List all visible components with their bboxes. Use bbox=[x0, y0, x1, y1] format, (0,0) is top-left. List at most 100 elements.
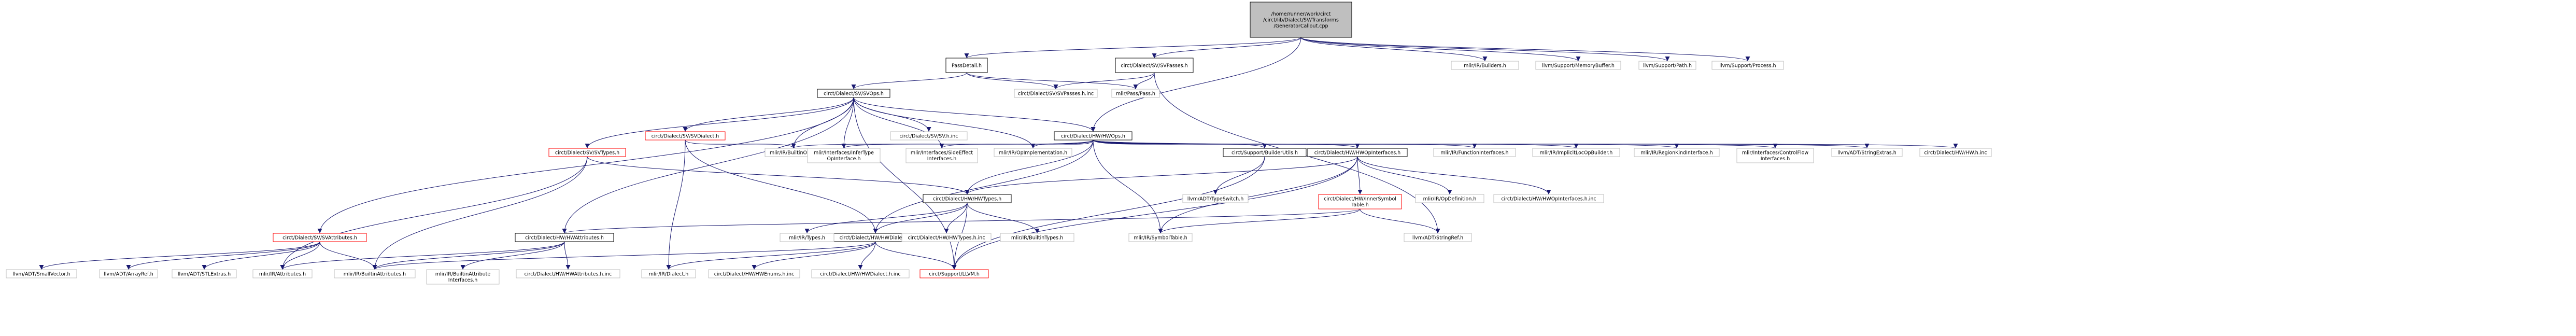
node-label: circt/Dialect/HW/HWEnums.h.inc bbox=[714, 271, 795, 277]
edge-passdetail-to-mlirpass bbox=[966, 72, 1138, 90]
node-label: llvm/Support/MemoryBuffer.h bbox=[1542, 63, 1615, 68]
node-label: llvm/ADT/StringExtras.h bbox=[1837, 150, 1896, 156]
node-svhinc[interactable]: circt/Dialect/SV/SV.h.inc bbox=[890, 131, 968, 141]
edge-svdialect-to-builtinops bbox=[685, 139, 796, 149]
node-path[interactable]: llvm/Support/Path.h bbox=[1638, 61, 1696, 70]
node-label: circt/Dialect/HW/InnerSymbol bbox=[1324, 197, 1396, 202]
node-irtypes[interactable]: mlir/IR/Types.h bbox=[780, 233, 834, 242]
node-box bbox=[6, 269, 77, 278]
node-hwenumsinc[interactable]: circt/Dialect/HW/HWEnums.h.inc bbox=[708, 269, 800, 278]
node-process[interactable]: llvm/Support/Process.h bbox=[1711, 61, 1784, 70]
node-label: mlir/Interfaces/ControlFlow bbox=[1742, 150, 1809, 156]
node-box bbox=[1415, 194, 1484, 203]
node-box bbox=[1831, 148, 1903, 157]
node-regionkind[interactable]: mlir/IR/RegionKindInterface.h bbox=[1634, 148, 1720, 157]
node-opimpl[interactable]: mlir/IR/OpImplementation.h bbox=[994, 148, 1072, 157]
node-implicitloc[interactable]: mlir/IR/ImplicitLocOpBuilder.h bbox=[1532, 148, 1620, 157]
node-label: Interfaces.h bbox=[448, 277, 478, 283]
node-label: circt/Dialect/SV/SVPasses.h bbox=[1121, 63, 1187, 68]
node-builtinattrs[interactable]: mlir/IR/BuiltinAttributes.h bbox=[334, 269, 416, 278]
node-label: llvm/ADT/STLExtras.h bbox=[178, 271, 231, 277]
node-mlirpass[interactable]: mlir/Pass/Pass.h bbox=[1111, 89, 1160, 98]
node-hwdialectinc[interactable]: circt/Dialect/HW/HWDialect.h.inc bbox=[811, 269, 910, 278]
node-hwhinc[interactable]: circt/Dialect/HW/HW.h.inc bbox=[1919, 148, 1992, 157]
node-box bbox=[645, 131, 726, 141]
nodes-layer: /home/runner/work/circt/circt/lib/Dialec… bbox=[6, 2, 1992, 285]
node-svpassesinc[interactable]: circt/Dialect/SV/SVPasses.h.inc bbox=[1014, 89, 1098, 98]
node-label: Interfaces.h bbox=[1761, 156, 1790, 162]
edge-hwdialect-to-hwdialectinc bbox=[858, 241, 876, 270]
node-box bbox=[1493, 194, 1604, 203]
node-arrayref[interactable]: llvm/ADT/ArrayRef.h bbox=[99, 269, 158, 278]
node-label: mlir/IR/FunctionInterfaces.h bbox=[1440, 150, 1508, 156]
node-hwopinterfacesinc[interactable]: circt/Dialect/HW/HWOpInterfaces.h.inc bbox=[1493, 194, 1604, 203]
edge-svops-to-infertype bbox=[841, 97, 854, 149]
edge-hwopinterfaces-to-opdefinition bbox=[1357, 156, 1452, 195]
node-label: llvm/ADT/TypeSwitch.h bbox=[1187, 196, 1243, 202]
node-label: circt/Dialect/HW/HWAttributes.h bbox=[525, 235, 604, 241]
node-hwattributes[interactable]: circt/Dialect/HW/HWAttributes.h bbox=[515, 233, 614, 242]
node-label: Table.h bbox=[1351, 202, 1369, 208]
node-builtintypes[interactable]: mlir/IR/BuiltinTypes.h bbox=[1000, 233, 1074, 242]
node-label: circt/Dialect/SV/SVAttributes.h bbox=[282, 235, 357, 241]
node-stringextras[interactable]: llvm/ADT/StringExtras.h bbox=[1831, 148, 1903, 157]
node-stringref[interactable]: llvm/ADT/StringRef.h bbox=[1404, 233, 1472, 242]
node-builderutils[interactable]: circt/Support/BuilderUtils.h bbox=[1223, 148, 1307, 157]
node-box bbox=[1318, 194, 1402, 209]
node-hwattributesinc[interactable]: circt/Dialect/HW/HWAttributes.h.inc bbox=[516, 269, 620, 278]
node-box bbox=[1736, 148, 1814, 163]
edge-hwopinterfaces-to-innersymbol bbox=[1357, 156, 1363, 195]
node-opdefinition[interactable]: mlir/IR/OpDefinition.h bbox=[1415, 194, 1484, 203]
node-stlextras[interactable]: llvm/ADT/STLExtras.h bbox=[172, 269, 237, 278]
node-label: circt/Dialect/SV/SV.h.inc bbox=[899, 133, 958, 139]
edge-svdialect-to-hwdialect bbox=[685, 139, 878, 234]
edge-hwops-to-hwhinc bbox=[1093, 139, 1958, 149]
edge-svattributes-to-builtinattrs bbox=[319, 241, 377, 270]
node-label: circt/Dialect/HW/HWOpInterfaces.h.inc bbox=[1501, 196, 1596, 202]
edge-hwopinterfaces-to-symboltable bbox=[1158, 156, 1358, 234]
edge-root-to-passdetail bbox=[964, 37, 1301, 59]
edge-hwopinterfaces-to-llvmh bbox=[952, 156, 1358, 270]
node-root: /home/runner/work/circt/circt/lib/Dialec… bbox=[1250, 2, 1352, 38]
edge-hwattributes-to-builtinattrinterfaces bbox=[460, 241, 565, 270]
node-builders[interactable]: mlir/IR/Builders.h bbox=[1451, 61, 1519, 70]
node-symboltable[interactable]: mlir/IR/SymbolTable.h bbox=[1128, 233, 1193, 242]
edge-hwopinterfaces-to-hwtypes bbox=[965, 156, 1358, 195]
node-passdetail[interactable]: PassDetail.h bbox=[945, 58, 988, 73]
node-label: llvm/ADT/StringRef.h bbox=[1412, 235, 1463, 241]
node-label: circt/Dialect/SV/SVOps.h bbox=[824, 91, 884, 96]
node-svpasses[interactable]: circt/Dialect/SV/SVPasses.h bbox=[1115, 58, 1194, 73]
node-hwopinterfaces[interactable]: circt/Dialect/HW/HWOpInterfaces.h bbox=[1307, 148, 1408, 157]
node-label: circt/Dialect/HW/HWDialect.h bbox=[840, 235, 912, 241]
node-svattributes[interactable]: circt/Dialect/SV/SVAttributes.h bbox=[273, 233, 367, 242]
node-smallvector[interactable]: llvm/ADT/SmallVector.h bbox=[6, 269, 77, 278]
node-memorybuffer[interactable]: llvm/Support/MemoryBuffer.h bbox=[1535, 61, 1621, 70]
node-irdialect[interactable]: mlir/IR/Dialect.h bbox=[641, 269, 696, 278]
node-hwops[interactable]: circt/Dialect/HW/HWOps.h bbox=[1054, 131, 1133, 141]
node-attributes[interactable]: mlir/IR/Attributes.h bbox=[252, 269, 313, 278]
node-typeswitch[interactable]: llvm/ADT/TypeSwitch.h bbox=[1182, 194, 1249, 203]
node-functioninterfaces[interactable]: mlir/IR/FunctionInterfaces.h bbox=[1433, 148, 1516, 157]
node-label: circt/Dialect/HW/HWAttributes.h.inc bbox=[525, 271, 612, 277]
node-svops[interactable]: circt/Dialect/SV/SVOps.h bbox=[817, 89, 890, 98]
node-label: llvm/ADT/ArrayRef.h bbox=[104, 271, 153, 277]
node-label: mlir/IR/RegionKindInterface.h bbox=[1640, 150, 1712, 156]
node-box bbox=[515, 233, 614, 242]
edge-svtypes-to-builtinattrs bbox=[372, 156, 588, 270]
node-hwtypesinc[interactable]: circt/Dialect/HW/HWTypes.h.inc bbox=[901, 233, 992, 242]
node-box bbox=[172, 269, 237, 278]
node-box bbox=[919, 269, 989, 278]
node-label: circt/Dialect/HW/HWTypes.h.inc bbox=[908, 235, 985, 241]
node-label: OpInterface.h bbox=[827, 156, 860, 162]
node-svtypes[interactable]: circt/Dialect/SV/SVTypes.h bbox=[548, 148, 626, 157]
node-hwtypes[interactable]: circt/Dialect/HW/HWTypes.h bbox=[923, 194, 1012, 203]
node-svdialect[interactable]: circt/Dialect/SV/SVDialect.h bbox=[645, 131, 726, 141]
node-llvmh[interactable]: circt/Support/LLVM.h bbox=[919, 269, 989, 278]
node-label: llvm/ADT/SmallVector.h bbox=[13, 271, 70, 277]
edge-hwops-to-symboltable bbox=[1093, 139, 1163, 234]
